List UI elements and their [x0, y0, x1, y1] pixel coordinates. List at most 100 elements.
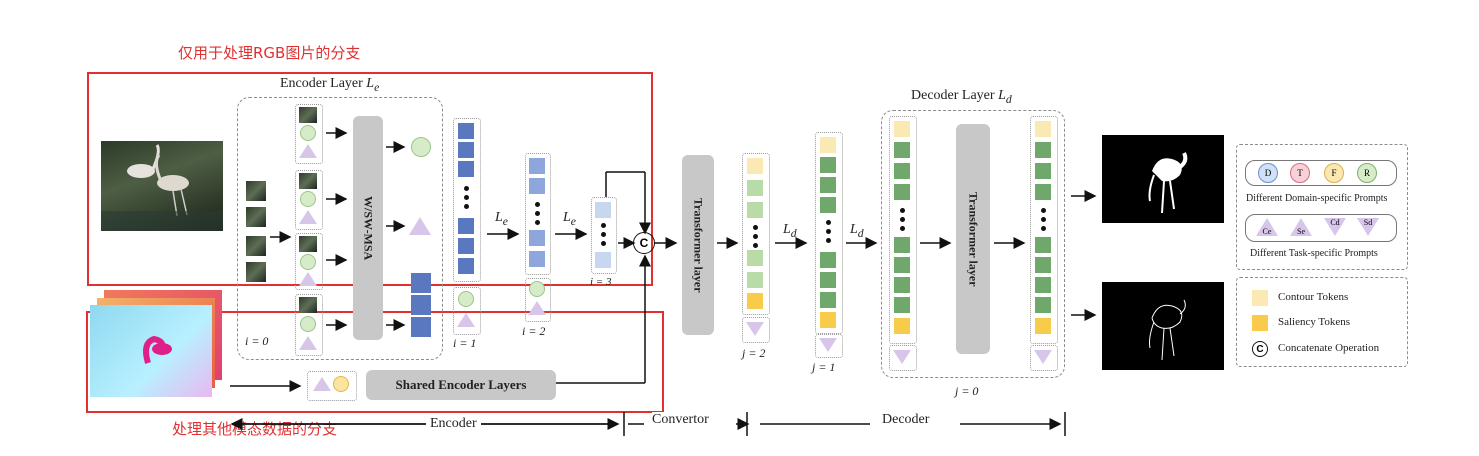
token [1035, 142, 1051, 158]
modality-flamingo [143, 335, 172, 364]
group3-prompt-circle [300, 254, 316, 270]
prompt-triangle-j0-out [1034, 350, 1052, 364]
token [529, 178, 545, 194]
group4-prompt-triangle [299, 336, 317, 350]
contour-token [820, 137, 836, 153]
token [458, 161, 474, 177]
convertor-stage-label: Convertor [652, 412, 709, 428]
token [458, 218, 474, 234]
token [595, 252, 611, 268]
token [1035, 163, 1051, 179]
encoder-tokens-i2 [525, 153, 551, 275]
token [595, 202, 611, 218]
token-group-2 [295, 170, 323, 230]
patch-thumb-1 [246, 181, 266, 201]
shared-prompt-triangle [313, 377, 331, 391]
contour-legend-swatch [1252, 290, 1268, 306]
saliency-legend-swatch [1252, 315, 1268, 331]
msa-output-token [411, 295, 431, 315]
token [894, 297, 910, 313]
contour-token [747, 158, 763, 174]
token [820, 252, 836, 268]
encoder-step-label-1: Le [495, 210, 508, 228]
token [458, 258, 474, 274]
contour-token [1035, 121, 1051, 137]
msa-output-token [411, 273, 431, 293]
decoder-step-label-1: Ld [783, 222, 797, 240]
prompt-group-i2 [525, 278, 551, 322]
token [747, 250, 763, 266]
group2-patch [299, 173, 317, 189]
patch-thumb-4 [246, 262, 266, 282]
ellipsis-dots [825, 220, 831, 243]
token [747, 272, 763, 288]
saliency-silhouette [1148, 152, 1188, 214]
saliency-token [1035, 318, 1051, 334]
prompt-triangle-j2 [746, 322, 764, 336]
decoder-transformer-layer: Transformer layer [956, 124, 990, 354]
rgb-branch-annotation: 仅用于处理RGB图片的分支 [178, 44, 361, 62]
convertor-transformer-layer: Transformer layer [682, 155, 714, 335]
token [894, 277, 910, 293]
encoder-stage-label: Encoder [426, 416, 481, 432]
msa-block: W/SW-MSA [353, 116, 383, 340]
token [820, 292, 836, 308]
token [529, 158, 545, 174]
group3-prompt-triangle [299, 272, 317, 286]
group1-prompt-circle [300, 125, 316, 141]
concat-operation: C [633, 232, 655, 254]
domain-prompt-f: F [1324, 163, 1344, 183]
token [894, 142, 910, 158]
token [529, 230, 545, 246]
ellipsis-dots [1040, 208, 1046, 231]
decoder-stage-label: Decoder [878, 412, 934, 428]
token-group-4 [295, 294, 323, 356]
token [458, 123, 474, 139]
group4-prompt-circle [300, 316, 316, 332]
token [458, 238, 474, 254]
token [894, 237, 910, 253]
i1-label: i = 1 [453, 336, 477, 350]
group3-patch [299, 236, 317, 252]
msa-output-token [411, 317, 431, 337]
token [894, 184, 910, 200]
group2-prompt-triangle [299, 210, 317, 224]
domain-prompt-r: R [1357, 163, 1377, 183]
encoder-layer-title: Encoder Layer Le [280, 76, 380, 94]
decoder-layer-title: Decoder Layer Ld [911, 88, 1012, 106]
patch-thumb-3 [246, 236, 266, 256]
i3-label: i = 3 [590, 276, 612, 288]
token [820, 197, 836, 213]
i2-label: i = 2 [522, 324, 546, 338]
contour-silhouette [1149, 299, 1186, 361]
j0-label: j = 0 [955, 384, 979, 398]
ellipsis-dots [752, 225, 758, 248]
decoder-step-label-2: Ld [850, 222, 864, 240]
token-group-3 [295, 233, 323, 290]
saliency-token [747, 293, 763, 309]
ellipsis-dots [899, 208, 905, 231]
token [820, 157, 836, 173]
token-group-1 [295, 104, 323, 164]
token [458, 142, 474, 158]
shared-prompt-circle [333, 376, 349, 392]
concat-legend-icon: C [1252, 341, 1268, 357]
token [747, 202, 763, 218]
prompt-group-i1 [453, 287, 481, 335]
token [529, 251, 545, 267]
domain-prompt-t: T [1290, 163, 1310, 183]
msa-output-triangle [409, 217, 431, 235]
decoder-layer-box [881, 110, 1065, 378]
concat-legend-label: Concatenate Operation [1278, 342, 1380, 354]
token [1035, 237, 1051, 253]
prompt-triangle-j1 [819, 338, 837, 352]
saliency-output-map [1102, 135, 1224, 223]
contour-legend-label: Contour Tokens [1278, 291, 1349, 303]
token [894, 257, 910, 273]
prompt-triangle-i2 [528, 301, 546, 315]
encoder-tokens-i3 [591, 197, 617, 274]
decoder-output-tokens [1030, 116, 1058, 344]
task-prompts-caption: Different Task-specific Prompts [1250, 248, 1378, 259]
encoder-tokens-i1 [453, 118, 481, 282]
